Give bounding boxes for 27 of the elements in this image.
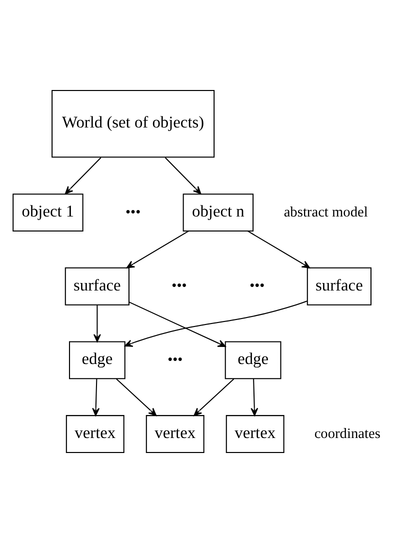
node-box: surface: [306, 267, 371, 306]
label: •••: [125, 204, 140, 220]
node-box: object 1: [12, 194, 83, 232]
arrow: [64, 157, 101, 194]
node-box: World (set of objects): [51, 90, 214, 158]
arrow: [124, 300, 307, 347]
label: coordinates: [314, 426, 380, 442]
label: •••: [171, 278, 186, 294]
node-box: object n: [182, 194, 254, 232]
arrow: [116, 378, 156, 416]
arrow: [250, 378, 258, 416]
node-box: vertex: [145, 415, 204, 453]
node-box: vertex: [65, 415, 124, 453]
node-box: vertex: [225, 415, 284, 453]
label: abstract model: [283, 204, 368, 220]
label: •••: [167, 352, 182, 368]
node-box: edge: [224, 341, 281, 380]
label: •••: [249, 278, 264, 294]
arrow: [128, 302, 226, 347]
arrow: [92, 305, 100, 342]
arrow: [193, 378, 234, 416]
node-box: edge: [68, 341, 125, 380]
node-box: surface: [64, 267, 129, 306]
arrow: [164, 157, 201, 194]
arrow: [126, 230, 188, 268]
arrow: [247, 230, 310, 268]
arrow: [92, 378, 100, 416]
